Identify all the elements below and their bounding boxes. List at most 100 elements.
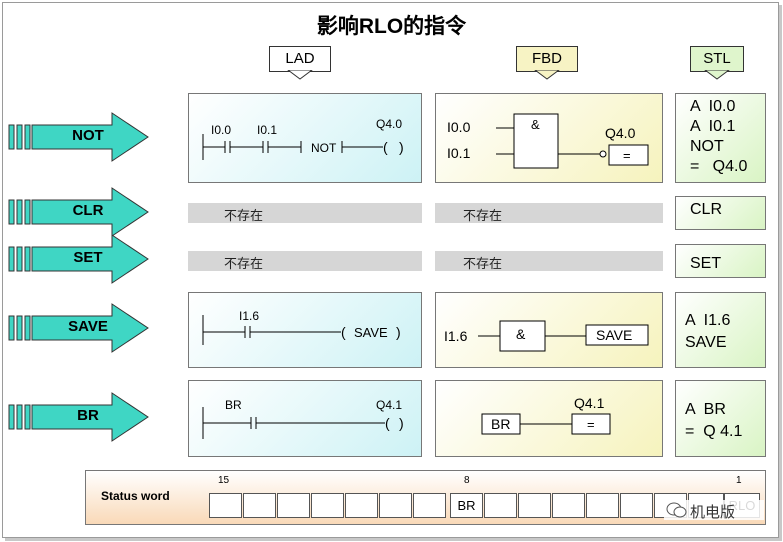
row-label-br: BR — [77, 407, 99, 424]
watermark: 机电版 — [664, 500, 764, 521]
bit-number: 1 — [736, 475, 742, 486]
status-word-bar: Status word 15 8 1 BR RLO — [85, 470, 766, 525]
lad-coil-label: SAVE — [354, 325, 388, 340]
lad-contact-label: BR — [225, 398, 242, 412]
not-available-text: 不存在 — [463, 256, 503, 271]
header-lad-label: LAD — [269, 46, 331, 72]
header-lad: LAD — [269, 46, 331, 80]
status-bit-cell — [209, 493, 242, 518]
lad-contact-label: I1.6 — [239, 309, 259, 323]
not-available-text: 不存在 — [463, 208, 503, 223]
fbd-gate-label: & — [531, 117, 540, 132]
ladder-diagram-not: I0.0 I0.1 NOT Q4.0 ( ) — [202, 117, 404, 160]
header-down-arrow-icon — [534, 70, 560, 80]
row-label-clr: CLR — [72, 202, 104, 219]
right-arrow-icon — [8, 187, 149, 237]
right-arrow-icon — [8, 303, 149, 353]
lad-contact-label: I0.1 — [257, 123, 277, 137]
coil-icon: ) — [396, 324, 401, 340]
header-stl-label: STL — [690, 46, 744, 72]
row-label-not: NOT — [72, 127, 104, 144]
fbd-assign-label: = — [587, 417, 595, 432]
not-available-text: 不存在 — [224, 208, 264, 223]
lad-coil-label: Q4.0 — [376, 117, 402, 131]
status-bit-cell — [311, 493, 344, 518]
row-arrow-set: SET — [8, 234, 150, 286]
lad-panel-br: BR Q4.1 ( ) — [188, 380, 422, 457]
ladder-diagram-save: I1.6 ( SAVE ) — [202, 309, 401, 345]
stl-panel-not: A I0.0 A I0.1 NOT = Q4.0 — [675, 93, 766, 183]
fbd-panel-br: BR = Q4.1 — [435, 380, 663, 457]
stl-panel-save: A I1.6 SAVE — [675, 292, 766, 368]
fbd-input-label: I1.6 — [444, 328, 468, 344]
coil-icon: ( — [383, 139, 388, 155]
status-bit-cell — [484, 493, 517, 518]
fbd-gate-label: & — [516, 326, 526, 342]
header-stl: STL — [690, 46, 752, 80]
fbd-output-label: SAVE — [596, 327, 632, 343]
header-fbd-label: FBD — [516, 46, 578, 72]
status-bit-cell — [518, 493, 551, 518]
status-bit-cell — [413, 493, 446, 518]
fbd-output-label: Q4.1 — [574, 395, 605, 411]
coil-icon: ( — [341, 324, 346, 340]
status-bit-cell — [243, 493, 276, 518]
coil-icon: ) — [399, 139, 404, 155]
status-bit-cell — [552, 493, 585, 518]
lad-panel-save: I1.6 ( SAVE ) — [188, 292, 422, 368]
row-label-save: SAVE — [68, 318, 108, 335]
row-arrow-save: SAVE — [8, 303, 150, 355]
fbd-output-label: Q4.0 — [605, 125, 636, 141]
fbd-diagram-br: BR = Q4.1 — [481, 395, 611, 435]
status-bit-cell-br: BR — [450, 493, 483, 518]
status-bit-cell — [620, 493, 653, 518]
ladder-diagram-br: BR Q4.1 ( ) — [202, 398, 404, 439]
stl-code: A BR = Q 4.1 — [685, 401, 743, 440]
right-arrow-icon — [8, 112, 149, 162]
stl-panel-set: SET — [675, 244, 766, 278]
fbd-panel-not: & = I0.0 I0.1 Q4.0 — [435, 93, 663, 183]
row-arrow-not: NOT — [8, 112, 150, 164]
fbd-assign-label: = — [623, 148, 631, 163]
fbd-diagram-save: I1.6 & SAVE — [444, 320, 649, 352]
status-bit-cell — [277, 493, 310, 518]
lad-coil-label: Q4.1 — [376, 398, 402, 412]
header-down-arrow-icon — [704, 70, 730, 80]
fbd-panel-save: I1.6 & SAVE — [435, 292, 663, 368]
stl-code: A I1.6 SAVE — [685, 312, 731, 351]
right-arrow-icon — [8, 392, 149, 442]
lad-contact-label: I0.0 — [211, 123, 231, 137]
right-arrow-icon — [8, 234, 149, 284]
row-label-set: SET — [73, 249, 103, 266]
lad-not-label: NOT — [311, 141, 337, 155]
lad-not-available-set: 不存在 — [188, 251, 422, 271]
page-title: 影响RLO的指令 — [316, 15, 467, 38]
fbd-diagram-not: & = I0.0 I0.1 Q4.0 — [447, 113, 649, 169]
stl-panel-br: A BR = Q 4.1 — [675, 380, 766, 457]
lad-not-available-clr: 不存在 — [188, 203, 422, 223]
status-bit-cell — [379, 493, 412, 518]
header-down-arrow-icon — [287, 70, 313, 80]
lad-panel-not: I0.0 I0.1 NOT Q4.0 ( ) — [188, 93, 422, 183]
coil-icon: ( — [385, 415, 390, 431]
stl-code: A I0.0 A I0.1 NOT = Q4.0 — [690, 98, 748, 175]
status-word-label: Status word — [101, 489, 170, 503]
coil-icon: ) — [399, 415, 404, 431]
not-available-text: 不存在 — [224, 256, 264, 271]
fbd-not-available-clr: 不存在 — [435, 203, 663, 223]
fbd-input-label: I0.0 — [447, 119, 471, 135]
watermark-text: 机电版 — [690, 504, 736, 521]
bit-number: 8 — [464, 475, 470, 486]
bit-number: 15 — [218, 475, 230, 486]
wechat-icon — [666, 502, 687, 518]
status-bit-cell — [345, 493, 378, 518]
stl-panel-clr: CLR — [675, 196, 766, 230]
fbd-not-available-set: 不存在 — [435, 251, 663, 271]
stl-code: SET — [690, 255, 722, 272]
fbd-input-label: I0.1 — [447, 145, 471, 161]
fbd-input-label: BR — [491, 416, 510, 432]
stl-code: CLR — [690, 201, 723, 218]
row-arrow-br: BR — [8, 392, 150, 444]
header-fbd: FBD — [516, 46, 578, 80]
row-arrow-clr: CLR — [8, 187, 150, 239]
